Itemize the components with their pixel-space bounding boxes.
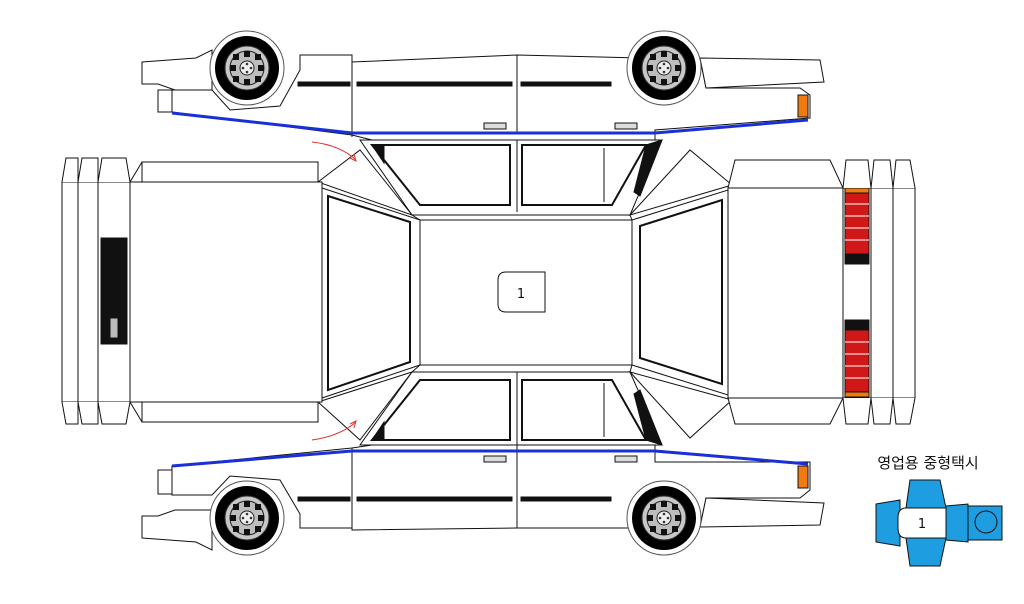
front-face-panel xyxy=(61,157,131,425)
trunk-panel xyxy=(727,159,844,425)
legend-sign-label: 1 xyxy=(918,517,926,532)
bottom-front-wheel xyxy=(209,480,285,556)
upper-window-strip xyxy=(359,139,663,216)
top-blue-stripe xyxy=(171,111,809,135)
fold-arrow-bottom xyxy=(311,420,357,441)
top-rear-wheel xyxy=(626,30,702,106)
top-front-wheel xyxy=(209,30,285,106)
roof-sign xyxy=(497,271,546,313)
bottom-rear-wheel xyxy=(626,480,702,556)
fold-arrow-top xyxy=(311,141,357,162)
legend-caption: 영업용 중형택시 xyxy=(877,454,979,472)
lower-window-strip xyxy=(359,371,663,446)
windshield-panel xyxy=(316,149,421,441)
legend-roof-sign-net xyxy=(875,479,1003,567)
hood-panel xyxy=(129,161,323,423)
rear-face-panel xyxy=(842,159,916,425)
roof-sign-label: 1 xyxy=(517,287,525,302)
bottom-blue-stripe xyxy=(171,449,809,468)
rear-window-panel xyxy=(628,149,734,439)
